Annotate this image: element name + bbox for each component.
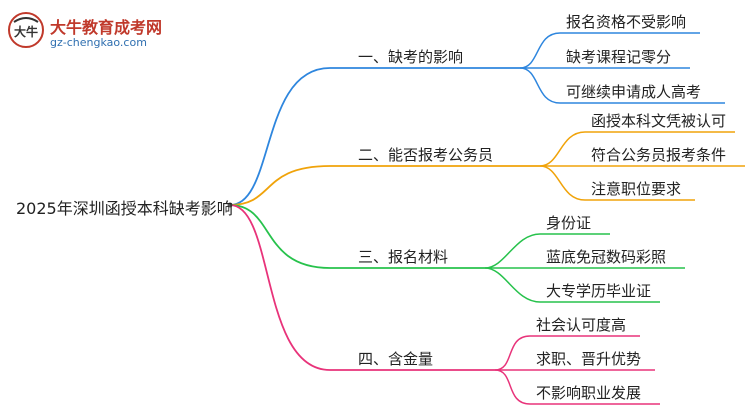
branch-label-2: 二、能否报考公务员: [358, 146, 494, 164]
leaf-connector-2-1: [539, 131, 735, 167]
logo-url: gz-chengkao.com: [50, 36, 147, 49]
logo-title: 大牛教育成考网: [50, 18, 163, 37]
leaf-connector-1-3: [519, 67, 725, 104]
logo-mark-icon: 大牛: [8, 12, 44, 48]
leaf-connector-3-1: [484, 233, 610, 269]
branch-connector-3: [229, 204, 485, 269]
branch-label-4: 四、含金量: [358, 350, 434, 368]
leaf-label-4-3: 不影响职业发展: [536, 384, 642, 402]
leaf-label-2-2: 符合公务员报考条件: [591, 146, 727, 164]
branch-label-1: 一、缺考的影响: [358, 48, 464, 66]
site-logo: 大牛 大牛教育成考网 gz-chengkao.com: [6, 8, 176, 56]
leaf-label-3-3: 大专学历毕业证: [546, 282, 652, 300]
leaf-connector-3-3: [484, 267, 660, 303]
leaf-label-1-1: 报名资格不受影响: [566, 13, 687, 31]
leaf-connector-4-1: [494, 335, 640, 371]
leaf-label-2-3: 注意职位要求: [591, 180, 682, 198]
root-node-label: 2025年深圳函授本科缺考影响: [16, 199, 233, 218]
leaf-connector-4-3: [494, 369, 660, 405]
branch-label-3: 三、报名材料: [358, 248, 449, 266]
leaf-label-3-1: 身份证: [546, 214, 592, 232]
leaf-connector-2-3: [539, 165, 695, 201]
branch-connector-4: [229, 204, 495, 371]
leaf-label-1-3: 可继续申请成人高考: [566, 83, 702, 101]
leaf-label-3-2: 蓝底免冠数码彩照: [546, 248, 667, 266]
branch-connector-2: [229, 165, 540, 206]
leaf-label-4-1: 社会认可度高: [536, 316, 627, 334]
leaf-connector-1-1: [519, 32, 700, 69]
leaf-label-1-2: 缺考课程记零分: [566, 48, 672, 66]
root-node-dot: [227, 202, 233, 208]
branch-connector-1: [229, 67, 520, 206]
leaf-label-4-2: 求职、晋升优势: [536, 350, 642, 368]
logo-mark-text: 大牛: [14, 24, 38, 39]
leaf-label-2-1: 函授本科文凭被认可: [591, 112, 727, 130]
